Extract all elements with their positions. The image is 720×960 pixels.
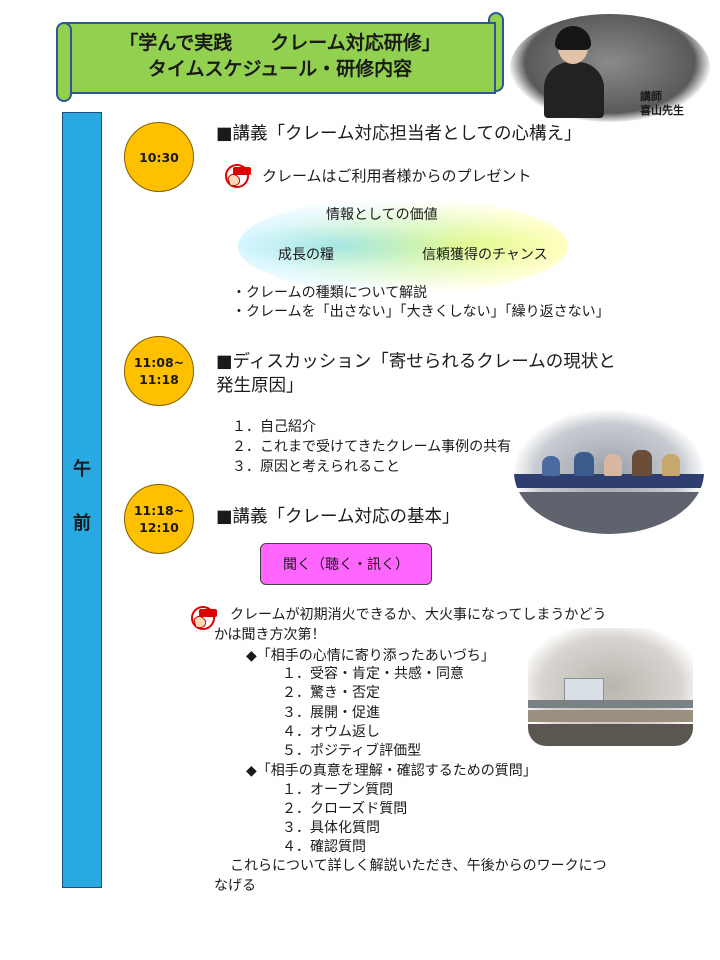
session-2-title-line1: ■ディスカッション「寄せられるクレームの現状と xyxy=(216,352,616,372)
instructor-figure xyxy=(544,62,604,118)
group-2-item-1: １．オープン質問 xyxy=(282,782,394,798)
group-2-item-2: ２．クローズド質問 xyxy=(282,801,408,817)
instructor-photo xyxy=(510,14,710,122)
group-1-item-3: ３．展開・促進 xyxy=(282,705,380,721)
closing-line1: これらについて詳しく解説いただき、午後からのワークにつ xyxy=(230,858,607,874)
group-2-item-4: ４．確認質問 xyxy=(282,839,366,855)
session-1-bullet-2: ・クレームを「出さない」「大きくしない」「繰り返さない」 xyxy=(232,304,610,320)
time-label-2-end: 11:18 xyxy=(139,372,179,387)
point-badge-icon xyxy=(225,164,251,188)
time-circle-2: 11:08~ 11:18 xyxy=(124,336,194,406)
photo-screen xyxy=(564,678,604,702)
banner-title-line1: 「学んで実践 クレーム対応研修」 xyxy=(119,32,441,54)
session-3-point-line1: クレームが初期消火できるか、大火事になってしまうかどう xyxy=(230,607,607,623)
period-bar xyxy=(62,112,102,888)
instructor-role: 講師 xyxy=(640,90,662,103)
title-banner xyxy=(64,22,496,94)
time-label-3-start: 11:18~ xyxy=(133,503,185,518)
point-badge-icon xyxy=(191,606,217,630)
instructor-hair xyxy=(555,26,591,50)
group-1-item-2: ２．驚き・否定 xyxy=(282,685,380,701)
group-1-title: ◆「相手の心情に寄り添ったあいづち」 xyxy=(246,648,495,664)
photo-person xyxy=(604,454,622,476)
period-label: 午 前 xyxy=(62,455,102,539)
session-2-title: ■ディスカッション「寄せられるクレームの現状と 発生原因」 xyxy=(216,350,616,398)
photo-person xyxy=(574,452,594,476)
session-3-point-line2: かは聞き方次第！ xyxy=(214,627,326,643)
photo-audience-front xyxy=(528,724,693,746)
session-1-bullet-1: ・クレームの種類について解説 xyxy=(232,285,428,301)
time-circle-1: 10:30 xyxy=(124,122,194,192)
group-1-item-5: ５．ポジティブ評価型 xyxy=(282,743,422,759)
session-1-point: クレームはご利用者様からのプレゼント xyxy=(262,167,532,185)
photo-row xyxy=(528,700,693,708)
photo-chairs xyxy=(514,492,704,534)
photo-person xyxy=(632,450,652,476)
session-2-item-2: ２．これまで受けてきたクレーム事例の共有 xyxy=(232,439,512,455)
closing-line2: なげる xyxy=(214,878,256,894)
listen-label: 聞く（聴く・訊く） xyxy=(283,557,409,573)
period-char-2: 前 xyxy=(73,513,91,534)
photo-audience xyxy=(528,710,693,722)
banner-scroll-curl-left xyxy=(56,22,72,102)
value-info: 情報としての価値 xyxy=(326,207,438,223)
session-2-title-line2: 発生原因」 xyxy=(216,376,304,396)
time-circle-3: 11:18~ 12:10 xyxy=(124,484,194,554)
session-2-item-3: ３．原因と考えられること xyxy=(232,459,400,475)
photo-table xyxy=(514,474,704,488)
instructor-caption: 講師 喜山先生 xyxy=(640,90,684,118)
listen-box: 聞く（聴く・訊く） xyxy=(260,543,432,585)
period-char-1: 午 xyxy=(73,459,91,480)
value-trust: 信頼獲得のチャンス xyxy=(422,247,548,263)
group-2-item-3: ３．具体化質問 xyxy=(282,820,380,836)
lecture-photo xyxy=(528,628,693,746)
value-glow xyxy=(238,198,568,294)
session-3-title: ■講義「クレーム対応の基本」 xyxy=(216,507,460,527)
group-1-item-1: １．受容・肯定・共感・同意 xyxy=(282,666,464,682)
discussion-photo xyxy=(514,410,704,534)
banner-title-line2: タイムスケジュール・研修内容 xyxy=(147,58,413,80)
instructor-name: 喜山先生 xyxy=(640,104,684,117)
group-1-item-4: ４．オウム返し xyxy=(282,724,380,740)
value-growth: 成長の糧 xyxy=(278,247,334,263)
photo-person xyxy=(542,456,560,476)
group-2-title: ◆「相手の真意を理解・確認するための質問」 xyxy=(246,763,537,779)
time-label-1: 10:30 xyxy=(139,149,179,165)
time-label-2-start: 11:08~ xyxy=(133,355,185,370)
time-label-3-end: 12:10 xyxy=(139,520,179,535)
session-2-item-1: １．自己紹介 xyxy=(232,419,316,435)
session-1-title: ■講義「クレーム対応担当者としての心構え」 xyxy=(216,124,582,144)
banner-title: 「学んで実践 クレーム対応研修」 タイムスケジュール・研修内容 xyxy=(72,30,488,82)
photo-person xyxy=(662,454,680,476)
